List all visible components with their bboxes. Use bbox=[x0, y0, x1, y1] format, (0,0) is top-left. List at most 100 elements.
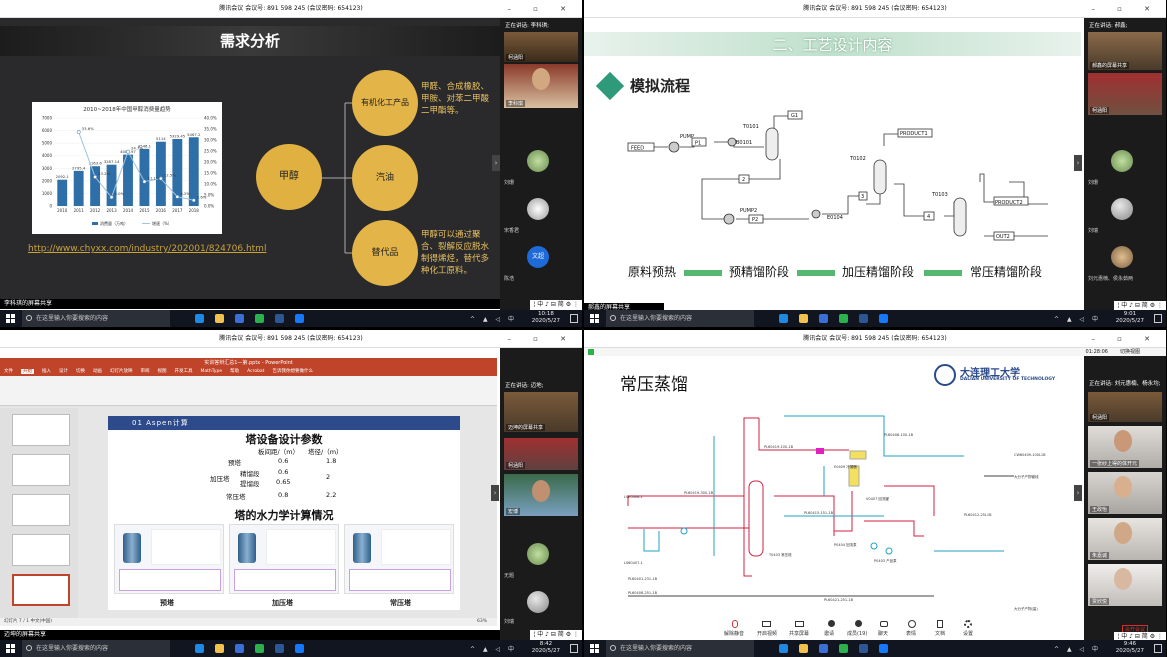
avatar[interactable] bbox=[527, 150, 549, 172]
meeting-app-icon[interactable] bbox=[295, 644, 304, 653]
store-icon[interactable] bbox=[235, 314, 244, 323]
ribbon-tab[interactable]: 告诉我你想要做什么 bbox=[272, 369, 313, 374]
participant-tile[interactable]: 宏博 bbox=[504, 474, 578, 516]
folder-icon[interactable] bbox=[799, 644, 808, 653]
ribbon-tab[interactable]: 幻灯片放映 bbox=[110, 369, 133, 374]
participant-tile[interactable]: 贾欣悦 bbox=[1088, 564, 1162, 606]
avatar[interactable] bbox=[527, 543, 549, 565]
participant-tile[interactable]: 迈坤的屏幕共享 bbox=[504, 392, 578, 432]
settings-icon[interactable] bbox=[964, 620, 972, 628]
video-icon[interactable] bbox=[762, 621, 771, 627]
wechat-icon[interactable] bbox=[839, 644, 848, 653]
system-tray[interactable]: ^ ▲ ◁ 中 bbox=[1054, 316, 1101, 323]
edge-icon[interactable] bbox=[195, 644, 204, 653]
windows-start-icon[interactable] bbox=[590, 644, 599, 653]
participant-tile[interactable]: 柯涵阳 bbox=[1088, 73, 1162, 115]
ribbon-tab[interactable]: 视图 bbox=[157, 369, 167, 374]
unmute-button[interactable]: 解除静音 bbox=[724, 631, 745, 637]
folder-icon[interactable] bbox=[215, 644, 224, 653]
folder-icon[interactable] bbox=[799, 314, 808, 323]
avatar[interactable] bbox=[527, 198, 549, 220]
slide-thumbnail[interactable] bbox=[12, 494, 70, 526]
ribbon[interactable] bbox=[0, 376, 497, 406]
emoji-icon[interactable] bbox=[908, 620, 916, 628]
wechat-icon[interactable] bbox=[839, 314, 848, 323]
avatar[interactable] bbox=[1111, 198, 1133, 220]
slide-thumbnail[interactable] bbox=[12, 534, 70, 566]
share-icon[interactable] bbox=[795, 621, 804, 627]
meeting-app-icon[interactable] bbox=[295, 314, 304, 323]
chat-icon[interactable] bbox=[880, 621, 888, 627]
ribbon-tab[interactable]: 开始 bbox=[21, 369, 34, 374]
windows-start-icon[interactable] bbox=[6, 644, 15, 653]
participant-tile[interactable]: 王政怡 bbox=[1088, 472, 1162, 514]
ribbon-tab[interactable]: 插入 bbox=[42, 369, 51, 374]
avatar[interactable]: 文超 bbox=[527, 246, 549, 268]
store-icon[interactable] bbox=[819, 314, 828, 323]
share-screen-button[interactable]: 共享屏幕 bbox=[789, 631, 810, 637]
collapse-arrow[interactable]: › bbox=[491, 485, 499, 501]
ime-toolbar[interactable]: ¦ 中 ♪ ⊟ 简 ⚙ ⋮ bbox=[1114, 632, 1166, 642]
avatar[interactable] bbox=[1111, 150, 1133, 172]
ribbon-tab[interactable]: Acrobat bbox=[247, 369, 265, 374]
system-tray[interactable]: ^ ▲ ◁ 中 bbox=[470, 646, 517, 653]
meeting-app-icon[interactable] bbox=[879, 644, 888, 653]
notification-icon[interactable] bbox=[570, 644, 578, 653]
participant-tile[interactable]: 柯涵阳 bbox=[504, 438, 578, 470]
participant-tile[interactable]: 一张纱上得的体开元 bbox=[1088, 426, 1162, 468]
participant-tile[interactable]: 朱嘉诚 bbox=[1088, 518, 1162, 560]
ime-toolbar[interactable]: ¦ 中 ♪ ⊟ 简 ⚙ ⋮ bbox=[530, 630, 582, 640]
start-video-button[interactable]: 开启视频 bbox=[757, 631, 778, 637]
ribbon-tab[interactable]: 开发工具 bbox=[174, 369, 193, 374]
zoom-level[interactable]: 63% bbox=[476, 619, 487, 624]
settings-button[interactable]: 设置 bbox=[963, 631, 974, 637]
ime-toolbar[interactable]: ¦ 中 ♪ ⊟ 简 ⚙ ⋮ bbox=[530, 300, 582, 310]
window-controls[interactable]: – ▫ ✕ bbox=[1091, 5, 1160, 13]
notification-icon[interactable] bbox=[1154, 644, 1162, 653]
invite-button[interactable]: 邀请 bbox=[824, 631, 835, 637]
store-icon[interactable] bbox=[819, 644, 828, 653]
word-icon[interactable] bbox=[275, 314, 284, 323]
collapse-arrow[interactable]: › bbox=[1074, 485, 1082, 501]
window-controls[interactable]: – ▫ ✕ bbox=[507, 5, 576, 13]
members-button[interactable]: 成员(19) bbox=[847, 631, 868, 637]
taskbar-search[interactable]: 在这里输入你要搜索的内容 bbox=[606, 640, 754, 657]
taskbar-search[interactable]: 在这里输入你要搜索的内容 bbox=[22, 310, 170, 327]
word-icon[interactable] bbox=[859, 644, 868, 653]
store-icon[interactable] bbox=[235, 644, 244, 653]
invite-icon[interactable] bbox=[828, 620, 835, 627]
slide-thumbnail-selected[interactable] bbox=[12, 574, 70, 606]
participant-tile[interactable]: 郝鑫的屏幕共享 bbox=[1088, 32, 1162, 70]
ribbon-tab[interactable]: 动画 bbox=[93, 369, 102, 374]
participant-tile[interactable]: 柯涵阳 bbox=[504, 32, 578, 62]
participant-tile[interactable]: 柯涵阳 bbox=[1088, 392, 1162, 422]
ribbon-tab[interactable]: MathType bbox=[200, 369, 223, 374]
folder-icon[interactable] bbox=[215, 314, 224, 323]
window-controls[interactable]: – ▫ ✕ bbox=[507, 335, 576, 343]
ribbon-tab[interactable]: 切换 bbox=[76, 369, 85, 374]
ribbon-tab[interactable]: 设计 bbox=[59, 369, 68, 374]
system-tray[interactable]: ^ ▲ ◁ 中 bbox=[1054, 646, 1101, 653]
system-tray[interactable]: ^ ▲ ◁ 中 bbox=[470, 316, 517, 323]
slide-thumbnail[interactable] bbox=[12, 414, 70, 446]
ribbon-tab[interactable]: 文件 bbox=[4, 369, 13, 374]
edge-icon[interactable] bbox=[195, 314, 204, 323]
emoji-button[interactable]: 表情 bbox=[906, 631, 917, 637]
switch-view-button[interactable]: 切换视图 bbox=[1119, 349, 1140, 355]
source-link[interactable]: http://www.chyxx.com/industry/202001/824… bbox=[28, 244, 267, 254]
mic-icon[interactable] bbox=[732, 620, 738, 628]
windows-start-icon[interactable] bbox=[6, 314, 15, 323]
notification-icon[interactable] bbox=[1154, 314, 1162, 323]
taskbar-search[interactable]: 在这里输入你要搜索的内容 bbox=[22, 640, 170, 657]
wechat-icon[interactable] bbox=[255, 644, 264, 653]
windows-start-icon[interactable] bbox=[590, 314, 599, 323]
chat-button[interactable]: 聊天 bbox=[878, 631, 889, 637]
wechat-icon[interactable] bbox=[255, 314, 264, 323]
meeting-app-icon[interactable] bbox=[879, 314, 888, 323]
word-icon[interactable] bbox=[859, 314, 868, 323]
word-icon[interactable] bbox=[275, 644, 284, 653]
ime-toolbar[interactable]: ¦ 中 ♪ ⊟ 简 ⚙ ⋮ bbox=[1114, 301, 1166, 311]
members-icon[interactable] bbox=[855, 620, 862, 627]
edge-icon[interactable] bbox=[779, 314, 788, 323]
window-controls[interactable]: – ▫ ✕ bbox=[1091, 335, 1160, 343]
